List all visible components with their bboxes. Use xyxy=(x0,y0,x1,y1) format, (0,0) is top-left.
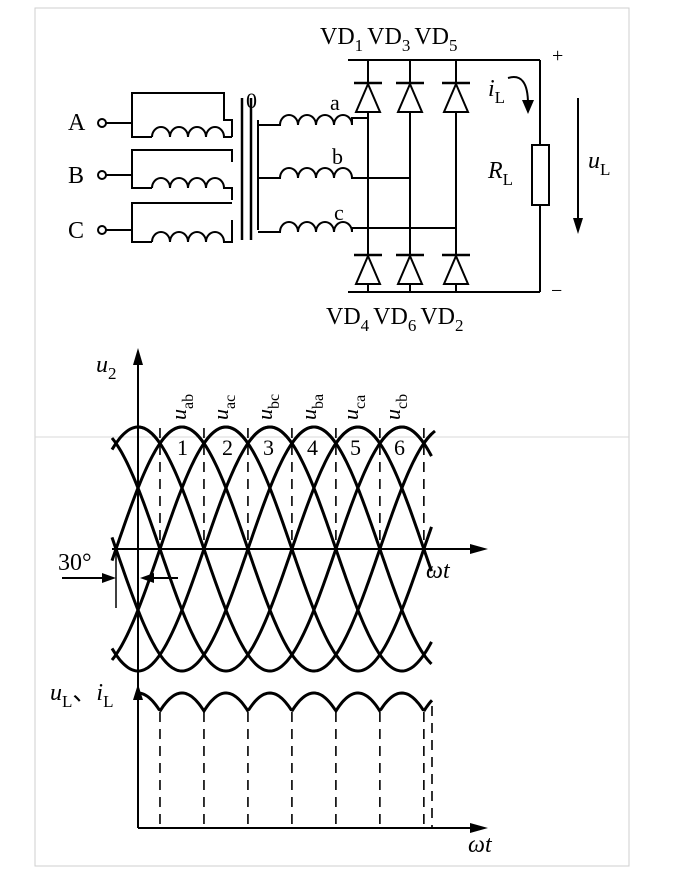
angle-label: 30° xyxy=(58,550,92,576)
diode-vd6 xyxy=(396,253,424,285)
secondary-windings xyxy=(257,114,456,233)
terminal-c xyxy=(97,225,107,235)
curve-label-ac: uac xyxy=(208,395,239,420)
u2-x-axis-arrow xyxy=(470,544,488,554)
input-label-a: A xyxy=(68,110,86,136)
input-terminals: A B C xyxy=(68,110,107,244)
input-label-b: B xyxy=(68,163,84,189)
vd1-label: VD xyxy=(320,24,355,50)
u2-y-axis-arrow xyxy=(133,348,143,365)
input-label-c: C xyxy=(68,218,84,244)
vd3-label: VD xyxy=(367,24,402,50)
current-arrow xyxy=(507,76,529,105)
minus-sign: − xyxy=(551,280,562,302)
angle-arrow-left-head xyxy=(102,573,116,583)
interval-label-3: 3 xyxy=(263,435,274,460)
vd3-subscript: 3 xyxy=(402,36,411,55)
secondary-label-b: b xyxy=(332,144,343,169)
sine-wave-2 xyxy=(110,425,433,673)
secondary-label-c: c xyxy=(334,200,344,225)
load-resistor xyxy=(531,144,550,206)
neutral-label: 0 xyxy=(246,88,257,113)
resistor-label: RL xyxy=(487,158,513,189)
vd2-subscript: 2 xyxy=(455,316,464,335)
diode-vd2 xyxy=(442,253,470,285)
output-envelope xyxy=(137,691,434,714)
interval-label-2: 2 xyxy=(222,435,233,460)
secondary-label-a: a xyxy=(330,90,340,115)
output-x-axis-arrow xyxy=(470,823,488,833)
angle-arrow-right-head xyxy=(140,573,154,583)
voltage-arrow-head xyxy=(573,218,583,234)
interval-label-1: 1 xyxy=(177,435,188,460)
interval-label-5: 5 xyxy=(350,435,361,460)
curve-label-cb: ucb xyxy=(380,394,411,420)
output-axis-label: uL、iL xyxy=(50,680,113,711)
vd6-label: VD xyxy=(373,304,408,330)
curve-label-ab: uab xyxy=(166,394,197,420)
voltage-label: uL xyxy=(588,148,610,179)
vd4-label: VD xyxy=(326,304,361,330)
upper-envelope xyxy=(137,425,436,446)
diode-vd3 xyxy=(396,81,424,113)
diode-vd5 xyxy=(442,81,470,113)
terminal-a xyxy=(97,118,107,128)
sine-wave-6 xyxy=(110,425,433,673)
terminal-b xyxy=(97,170,107,180)
u2-axis-label: u2 xyxy=(96,352,117,383)
interval-label-6: 6 xyxy=(394,435,405,460)
vd1-subscript: 1 xyxy=(355,36,364,55)
curve-label-ba: uba xyxy=(296,394,327,420)
primary-windings xyxy=(106,92,233,243)
output-x-axis-label: ωt xyxy=(468,832,493,858)
sine-waves xyxy=(110,425,436,673)
vd2-label: VD xyxy=(420,304,455,330)
vd5-label: VD xyxy=(414,24,449,50)
sine-wave-4 xyxy=(110,425,433,673)
commutation-markers xyxy=(159,428,425,549)
curve-label-ca: uca xyxy=(338,395,369,420)
vd4-subscript: 4 xyxy=(361,316,370,335)
rectified-output xyxy=(137,691,434,828)
interval-labels: 1 2 3 4 5 6 xyxy=(177,435,405,460)
vd6-subscript: 6 xyxy=(408,316,417,335)
vd5-subscript: 5 xyxy=(449,36,458,55)
output-y-axis-arrow xyxy=(133,684,143,700)
output-plot: ωt uL、iL xyxy=(50,680,493,858)
circuit-schematic: A B C 0 xyxy=(68,24,610,335)
diode-vd1 xyxy=(354,81,382,113)
plus-sign: + xyxy=(552,45,563,67)
diode-vd4 xyxy=(354,253,382,285)
current-label: iL xyxy=(488,76,505,107)
current-arrow-head xyxy=(522,100,534,114)
interval-label-4: 4 xyxy=(307,435,318,460)
curve-label-bc: ubc xyxy=(252,394,283,420)
